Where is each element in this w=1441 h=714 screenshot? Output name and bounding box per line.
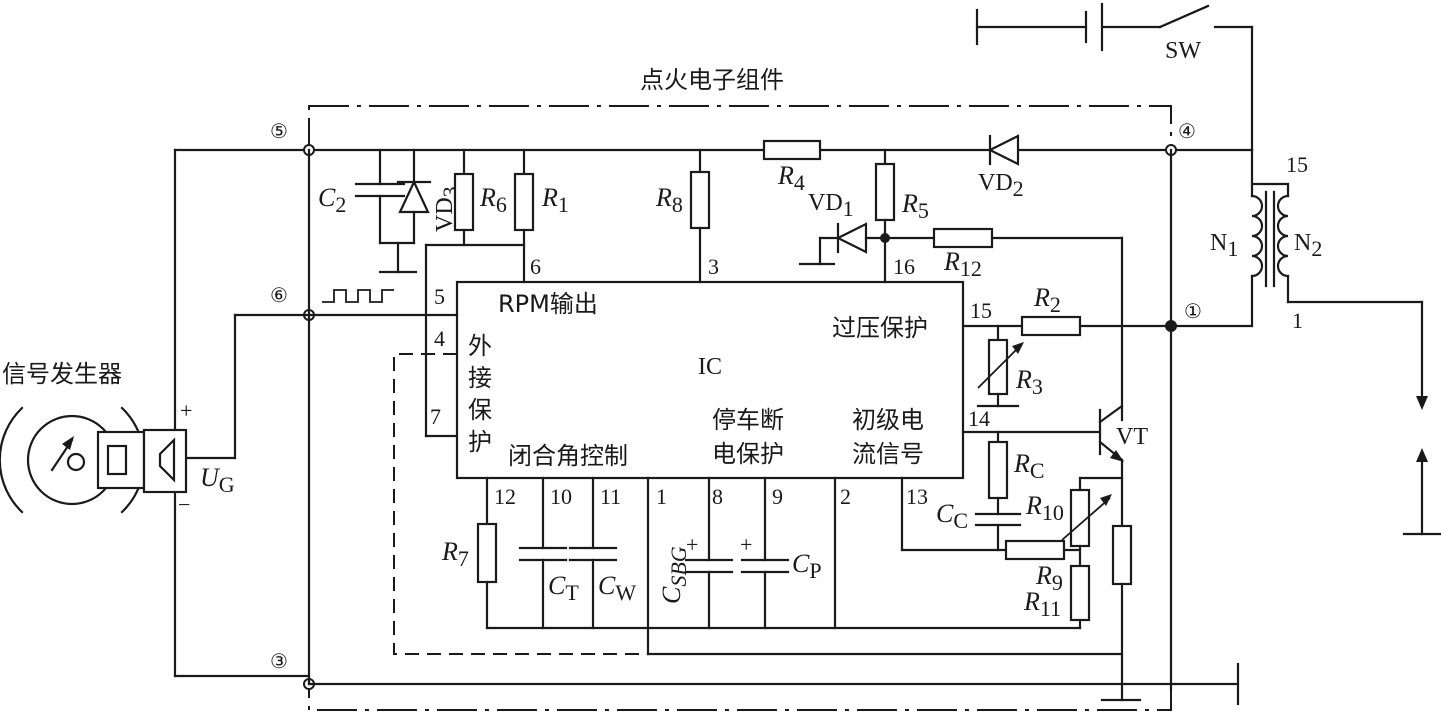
coil-1-label: 1	[1292, 308, 1303, 333]
pin-15: 15	[970, 298, 992, 323]
r9-resistor	[1004, 539, 1066, 561]
pin-5: 5	[434, 284, 445, 309]
r7-resistor	[476, 522, 498, 584]
r2-resistor	[1020, 315, 1082, 337]
pin-16: 16	[893, 254, 915, 279]
generator-minus: −	[178, 492, 190, 517]
rc-label: RC	[1013, 449, 1045, 483]
module-title: 点火电子组件	[640, 66, 784, 94]
r4-resistor	[762, 139, 822, 161]
cp-label: CP	[792, 549, 822, 583]
vd2-diode	[987, 134, 1020, 166]
vd1-diode	[798, 222, 887, 266]
r11-resistor	[1069, 564, 1091, 622]
r12-label: R12	[943, 247, 982, 281]
pin-11: 11	[600, 484, 621, 509]
pulse-waveform	[322, 289, 394, 303]
pin-6: 6	[530, 254, 541, 279]
ic-label: IC	[698, 354, 722, 380]
r5-resistor	[874, 162, 896, 222]
pin-7: 7	[430, 404, 441, 429]
pin-9: 9	[772, 484, 783, 509]
terminal-6-label: ⑥	[270, 283, 288, 307]
ic-primary-current-1: 初级电	[852, 406, 924, 434]
pin-12: 12	[494, 484, 516, 509]
rc-resistor	[987, 440, 1009, 500]
ic-stall-protect-2: 电保护	[712, 440, 784, 468]
c2-vd3-branch	[354, 148, 432, 274]
ic-stall-protect-1: 停车断	[712, 406, 784, 434]
terminal-5-label: ⑤	[270, 119, 288, 143]
cc-label: CC	[936, 499, 968, 533]
n1-label: N1	[1210, 230, 1238, 261]
ct-label: CT	[548, 571, 579, 605]
r3-label: R3	[1015, 365, 1043, 399]
ic-dwell-control: 闭合角控制	[508, 442, 628, 470]
ic-ext-protect-1: 外	[468, 332, 492, 360]
n2-label: N2	[1294, 230, 1322, 261]
ic-ext-protect-2: 接	[468, 364, 492, 392]
r8-label: R8	[655, 183, 683, 217]
r12-resistor	[932, 227, 994, 249]
r1-resistor	[513, 172, 535, 232]
r5-label: R5	[901, 189, 929, 223]
vd3-label: VD3	[432, 186, 463, 232]
vt-transistor	[1098, 404, 1124, 480]
pin-8: 8	[712, 484, 723, 509]
ic-overvoltage: 过压保护	[832, 314, 928, 342]
r1-label: R1	[541, 183, 569, 217]
ic-ext-protect-3: 保	[468, 396, 492, 424]
ug-label: UG	[200, 463, 235, 497]
vd1-label: VD1	[808, 190, 854, 221]
c2-label: C2	[318, 183, 346, 217]
r6-label: R6	[479, 183, 507, 217]
coil-15-label: 15	[1286, 152, 1308, 177]
generator-label: 信号发生器	[2, 360, 122, 388]
r6-resistor	[453, 172, 475, 232]
switch-label: SW	[1165, 38, 1201, 64]
pin-3: 3	[708, 254, 719, 279]
signal-generator	[0, 406, 188, 514]
r7-label: R7	[441, 537, 469, 571]
r4-label: R4	[777, 161, 805, 195]
pin-4: 4	[434, 326, 445, 351]
ic-rpm-output: RPM输出	[498, 290, 598, 318]
r8-resistor	[689, 170, 711, 230]
csbg-label: CSBG	[657, 546, 691, 604]
r2-label: R2	[1033, 283, 1061, 317]
terminal-3-label: ③	[270, 649, 288, 673]
emitter-resistor	[1111, 524, 1133, 586]
r9-label: R9	[1035, 561, 1063, 595]
terminal-1-label: ①	[1184, 299, 1202, 323]
terminal-4-label: ④	[1178, 119, 1196, 143]
cp-plus: +	[740, 532, 752, 557]
cw-label: CW	[598, 571, 636, 605]
csbg-plus: +	[686, 532, 698, 557]
pin-1: 1	[656, 484, 667, 509]
battery-switch: SW	[975, 2, 1254, 152]
r11-label: R11	[1023, 587, 1061, 621]
pin-2: 2	[840, 484, 851, 509]
terminal-1-node	[1165, 320, 1177, 332]
pin-10: 10	[550, 484, 572, 509]
ic-primary-current-2: 流信号	[852, 440, 924, 468]
generator-plus: +	[180, 398, 192, 423]
ignition-coil	[1250, 148, 1441, 536]
pin-13: 13	[906, 484, 928, 509]
pin-14: 14	[968, 406, 990, 431]
vd2-label: VD2	[978, 170, 1024, 201]
vt-label: VT	[1116, 424, 1148, 450]
r10-label: R10	[1025, 491, 1064, 525]
ic-ext-protect-4: 护	[468, 428, 492, 456]
